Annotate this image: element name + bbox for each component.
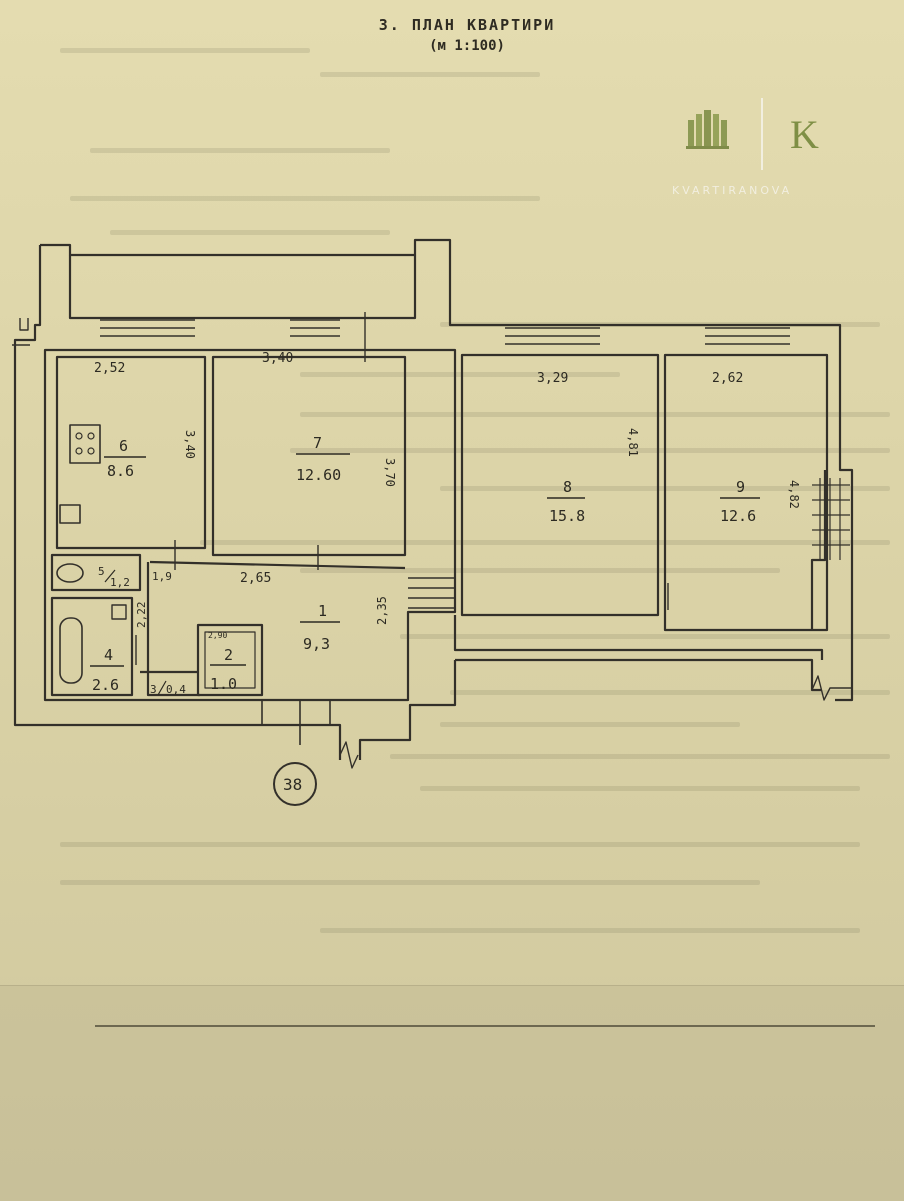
interior-wall	[453, 615, 824, 660]
logo-wordmark: KVARTIRANOVA	[672, 184, 793, 197]
room-5-area: 1,2	[110, 576, 130, 589]
bleed-through-line	[450, 690, 890, 695]
room-8-area: 15.8	[549, 507, 585, 525]
dimension-label: 3,40	[262, 351, 293, 366]
exterior-wall	[40, 238, 854, 702]
closet-symbol	[204, 631, 256, 689]
balcony-hatch	[812, 478, 850, 560]
window	[100, 319, 195, 337]
dimension-label: 2,52	[94, 361, 125, 376]
bleed-through-line	[300, 372, 620, 377]
apartment-number: 38	[283, 775, 302, 794]
room-2-number: 2	[224, 646, 233, 664]
bathtub-symbol	[59, 617, 83, 684]
paper-fold-area	[0, 985, 904, 1201]
bleed-through-line	[90, 148, 390, 153]
bleed-through-line	[60, 48, 310, 53]
dimension-label: 4,82	[787, 480, 801, 509]
building-icon	[686, 110, 729, 149]
break-mark	[12, 318, 30, 346]
room-9-area: 12.6	[720, 507, 756, 525]
interior-wall	[50, 553, 142, 592]
door-break	[261, 700, 331, 745]
break-mark	[339, 741, 359, 769]
dimension-label: 1,9	[152, 570, 172, 583]
interior-wall	[50, 596, 134, 697]
document-title: 3. ПЛАН КВАРТИРИ	[378, 16, 556, 34]
corridor-wall	[358, 660, 457, 760]
interior-wall	[149, 560, 406, 570]
room-4-area: 2.6	[92, 676, 119, 694]
dimension-label: 2,62	[712, 371, 743, 386]
brand-logo: K	[686, 98, 819, 170]
bleed-through-line	[320, 72, 540, 77]
exterior-wall	[13, 245, 342, 760]
logo-letter: K	[790, 112, 819, 157]
room-6-area: 8.6	[107, 462, 134, 480]
corridor-wall	[455, 658, 822, 692]
room-1-area: 9,3	[303, 635, 330, 653]
break-mark	[811, 675, 852, 701]
bleed-through-line	[110, 230, 390, 235]
window	[290, 319, 340, 337]
room-2-area: 1.0	[210, 675, 237, 693]
interior-wall	[211, 355, 407, 557]
interior-wall	[460, 353, 660, 617]
apartment-number-circle	[273, 762, 317, 806]
dimension-label: 2,90	[208, 631, 227, 640]
interior-wall	[43, 348, 457, 702]
room-9-number: 9	[736, 478, 745, 496]
room-4-number: 4	[104, 646, 113, 664]
bleed-through-line	[60, 842, 860, 847]
stove-symbol	[69, 424, 101, 464]
signature-line	[95, 1025, 875, 1027]
bleed-through-line	[390, 754, 890, 759]
dimension-label: 2,35	[375, 596, 389, 625]
exterior-wall	[68, 255, 417, 320]
dimension-label: 2,22	[135, 602, 148, 629]
room-8-number: 8	[563, 478, 572, 496]
bleed-through-line	[420, 786, 860, 791]
entrance-threshold	[408, 577, 455, 609]
bleed-through-line	[290, 448, 890, 453]
bleed-through-line	[320, 928, 860, 933]
bleed-through-line	[300, 568, 780, 573]
dimension-label: 3,29	[537, 371, 568, 386]
door-tick	[135, 312, 669, 665]
dimension-label: 2,65	[240, 571, 271, 586]
room-7-area: 12.60	[296, 466, 341, 484]
room-7-number: 7	[313, 434, 322, 452]
bleed-through-line	[400, 634, 890, 639]
bleed-through-line	[200, 540, 890, 545]
room-6-number: 6	[119, 437, 128, 455]
window	[705, 327, 790, 345]
exterior-wall	[810, 470, 827, 630]
window	[505, 327, 600, 345]
toilet-symbol	[56, 563, 84, 583]
bleed-through-line	[70, 196, 540, 201]
dimension-label: 3,70	[383, 458, 397, 487]
interior-wall	[663, 353, 829, 632]
document-scale: (м 1:100)	[429, 38, 505, 54]
room-3-number: 3	[150, 683, 157, 696]
dimension-label: 3,40	[183, 430, 197, 459]
interior-wall	[146, 562, 200, 697]
room-3-area: 0,4	[166, 683, 186, 696]
washbasin-symbol	[111, 604, 127, 620]
bleed-through-line	[440, 722, 740, 727]
sink-symbol	[59, 504, 81, 524]
dimension-label: 4,81	[626, 428, 640, 457]
room-1-number: 1	[318, 602, 327, 620]
room-5-number: 5	[98, 565, 105, 578]
bleed-through-line	[60, 880, 760, 885]
interior-wall	[55, 355, 207, 550]
bleed-through-line	[300, 412, 890, 417]
